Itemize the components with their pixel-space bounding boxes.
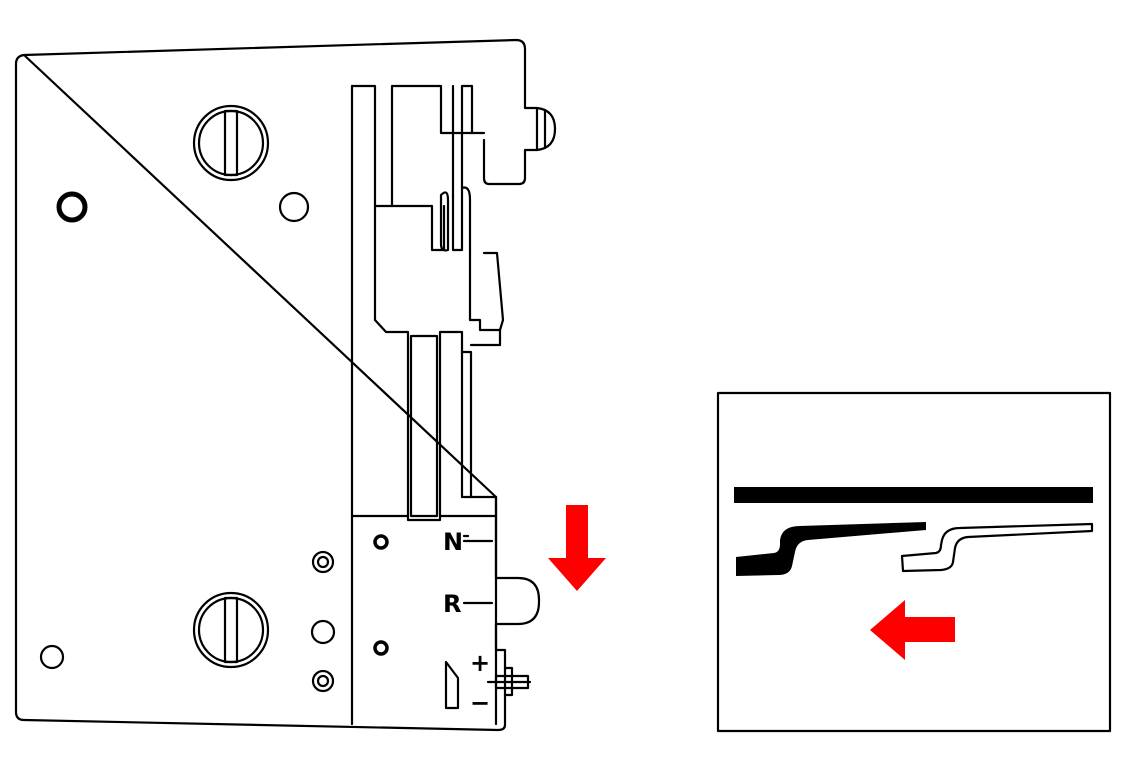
needle-plate-bar	[734, 487, 1093, 503]
hole-right	[278, 191, 310, 223]
screw-icon	[192, 104, 270, 182]
dot	[373, 534, 389, 550]
rivet	[311, 550, 335, 574]
feed-dog-lowered	[736, 522, 926, 576]
hole	[310, 619, 336, 645]
feed-channels	[350, 84, 505, 726]
label-r: R	[443, 590, 461, 618]
inset-detail	[716, 391, 1112, 733]
down-arrow-icon	[548, 505, 606, 591]
rivet	[311, 669, 335, 693]
adjust-wedge	[444, 660, 460, 710]
label-minus: −	[470, 689, 490, 717]
label-plus: +	[470, 649, 490, 677]
hole-left	[56, 191, 88, 223]
hole-bottom-left	[39, 644, 65, 670]
feed-dog-raised	[900, 522, 1094, 573]
screw-top	[192, 104, 270, 182]
label-n: N	[443, 528, 463, 556]
screw-bottom	[192, 591, 270, 669]
left-arrow-icon	[870, 600, 955, 660]
inset-frame	[716, 391, 1112, 733]
needle-plate	[14, 38, 557, 732]
plate-outline	[14, 38, 541, 732]
dot	[373, 640, 389, 656]
screw-icon	[192, 591, 270, 669]
